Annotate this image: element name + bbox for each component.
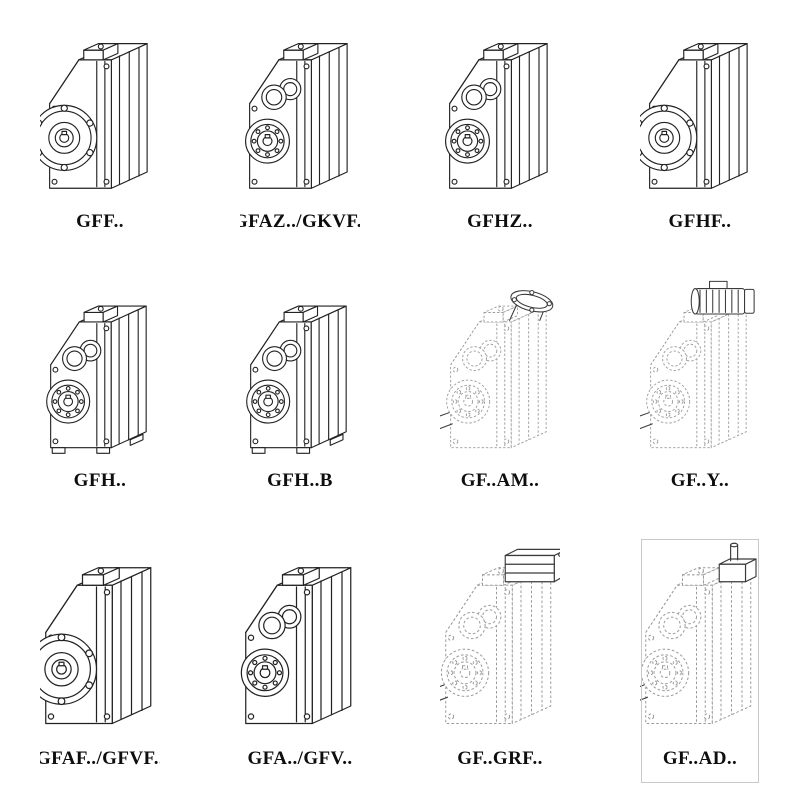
flange-mounted-gearbox-drawing <box>40 43 148 189</box>
hollow-shaft-gearbox-drawing <box>444 43 548 189</box>
model-label: GF..Y.. <box>670 470 730 491</box>
flange-input-gearbox-drawing <box>40 567 152 725</box>
model-label: GFAF../GFVF.. <box>40 748 160 769</box>
product-cell-gf-grf: GF..GRF.. <box>440 538 560 784</box>
gearbox-motor-adapter-drawing <box>440 286 556 449</box>
product-cell-gfhf: GFHF.. <box>640 16 760 247</box>
product-cell-gf-y: GF..Y.. <box>640 279 760 506</box>
product-cell-gfaf-gfvf: GFAF../GFVF.. <box>40 538 160 784</box>
model-label: GF..AM.. <box>460 470 540 491</box>
model-label: GFA../GFV.. <box>247 748 353 769</box>
product-cell-gf-am: GF..AM.. <box>440 279 560 506</box>
model-label: GFHF.. <box>668 211 732 232</box>
product-cell-gff: GFF.. <box>40 16 160 247</box>
model-label: GFF.. <box>76 211 124 232</box>
gearbox-input-adapter-drawing <box>640 542 757 725</box>
foot-mounted-gearbox-b-drawing <box>246 305 347 454</box>
gearbox-grf-unit-drawing <box>440 548 560 725</box>
model-label: GFH.. <box>73 470 127 491</box>
foot-mounted-gearbox-drawing <box>46 305 147 454</box>
product-cell-gfh-b: GFH..B <box>240 279 360 506</box>
model-label: GFHZ.. <box>467 211 533 232</box>
model-label: GFAZ../GKVF.. <box>240 211 360 232</box>
model-label: GF..AD.. <box>662 748 738 769</box>
gearbox-with-motor-drawing <box>640 280 755 449</box>
model-label: GF..GRF.. <box>457 748 543 769</box>
shaft-mounted-gearbox-drawing <box>244 43 348 189</box>
model-label: GFH..B <box>267 470 333 491</box>
product-cell-gfaz-gkvf: GFAZ../GKVF.. <box>240 16 360 247</box>
product-cell-gfa-gfv: GFA../GFV.. <box>240 538 360 784</box>
shaft-input-gearbox-drawing <box>240 567 352 725</box>
product-cell-gf-ad: GF..AD.. <box>640 538 760 784</box>
product-cell-gfhz: GFHZ.. <box>440 16 560 247</box>
flange-hollow-shaft-gearbox-drawing <box>640 43 748 189</box>
product-cell-gfh: GFH.. <box>40 279 160 506</box>
